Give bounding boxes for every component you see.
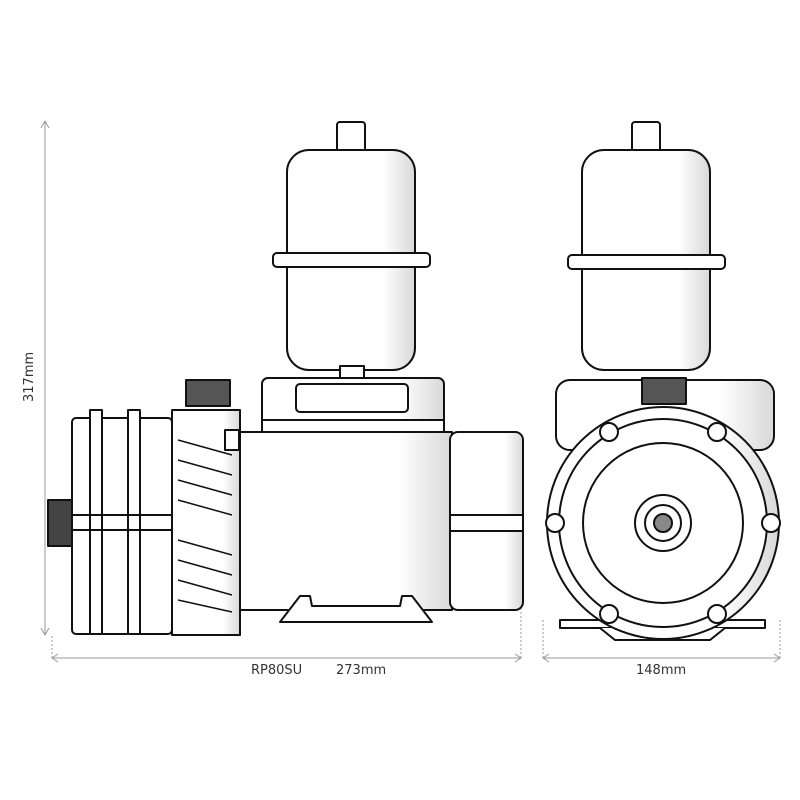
- length-dimension-label: 273mm: [336, 663, 387, 678]
- side-view: [47, 121, 524, 636]
- front-view: [545, 121, 781, 641]
- width-dimension-label: 148mm: [636, 663, 687, 678]
- model-label: RP80SU: [251, 663, 303, 678]
- dimension-lines: [40, 120, 781, 663]
- height-dimension-label: 317mm: [22, 351, 37, 402]
